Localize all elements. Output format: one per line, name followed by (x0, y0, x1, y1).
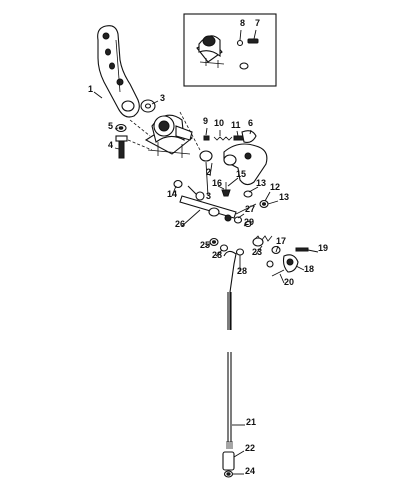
callout-label-18: 18 (304, 264, 314, 274)
small-washers (209, 237, 245, 256)
callout-label-25: 25 (200, 240, 210, 250)
callout-label-4: 4 (108, 140, 113, 150)
callout-label-17: 17 (276, 236, 286, 246)
callout-label-28: 28 (237, 266, 247, 276)
callout-label-28: 28 (212, 250, 222, 260)
bracket-housing (127, 111, 201, 158)
lever-part (199, 143, 268, 186)
rod-part (222, 250, 237, 478)
callout-label-23: 23 (252, 247, 262, 257)
washer-part (140, 99, 156, 113)
callout-label-11: 11 (231, 120, 241, 130)
callout-label-12: 12 (270, 182, 280, 192)
callout-label-7: 7 (255, 18, 260, 28)
linkage-parts (252, 235, 309, 277)
callout-label-13: 13 (279, 192, 289, 202)
inset-detail (183, 13, 277, 87)
shaft-part (173, 179, 257, 228)
arm-part (97, 25, 140, 118)
clip-parts (221, 182, 269, 209)
callout-label-24: 24 (245, 466, 255, 476)
callout-label-20: 20 (284, 277, 294, 287)
callout-label-8: 8 (240, 18, 245, 28)
callout-label-29: 29 (244, 217, 254, 227)
callout-label-16: 16 (212, 178, 222, 188)
callout-label-13: 13 (256, 178, 266, 188)
callout-label-26: 26 (175, 219, 185, 229)
callout-label-9: 9 (203, 116, 208, 126)
pin-spring-parts (203, 130, 257, 143)
callout-label-10: 10 (214, 118, 224, 128)
callout-label-19: 19 (318, 243, 328, 253)
callout-label-2: 2 (206, 167, 211, 177)
callout-label-3: 3 (206, 191, 211, 201)
callout-label-15: 15 (236, 169, 246, 179)
bolt-part (115, 123, 128, 159)
callout-label-22: 22 (245, 443, 255, 453)
callout-label-3: 3 (160, 93, 165, 103)
callout-label-6: 6 (248, 118, 253, 128)
callout-label-1: 1 (88, 84, 93, 94)
callout-label-27: 27 (245, 204, 255, 214)
leader-lines (93, 91, 319, 475)
callout-label-21: 21 (246, 417, 256, 427)
callout-label-14: 14 (167, 189, 177, 199)
callout-label-5: 5 (108, 121, 113, 131)
